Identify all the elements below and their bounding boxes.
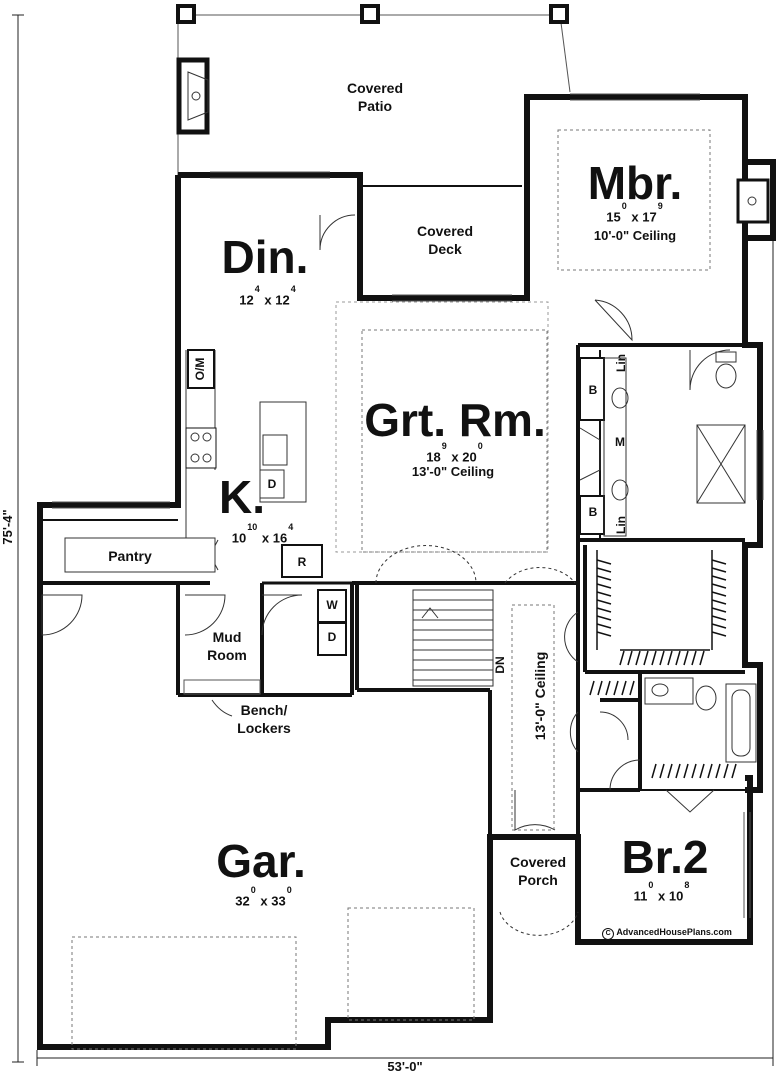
great-room-ceiling-outer: [335, 301, 549, 553]
master-dim-w-sup: 0: [621, 201, 627, 211]
kitchen-dim-x: x: [261, 530, 270, 546]
garage-dim-l: 33: [271, 893, 286, 909]
covered-patio-label: Covered Patio: [330, 79, 420, 115]
bedroom2-dimensions: 110 x 108: [622, 880, 702, 904]
master-bedroom-dimensions: 150 x 179: [580, 201, 690, 225]
garage-name: Gar.: [216, 835, 306, 887]
bench-b2-label: B: [588, 505, 598, 519]
dining-dim-l-sup: 4: [290, 284, 296, 294]
kitchen-dim-l: 16: [272, 530, 288, 546]
great-room-dim-x: x: [451, 449, 459, 465]
bedroom2-dim-l-sup: 8: [684, 880, 690, 890]
hall-ceiling-outline: [511, 604, 555, 831]
master-dim-x: x: [631, 209, 639, 225]
master-dim-l-sup: 9: [657, 201, 663, 211]
master-bedroom-name: Mbr.: [587, 157, 683, 209]
bedroom2-name: Br.2: [621, 831, 709, 883]
refrigerator-label: R: [297, 555, 307, 569]
kitchen-dim-w-sup: 10: [247, 522, 258, 532]
bath2-fixtures: [644, 677, 757, 763]
dining-dim-x: x: [264, 292, 272, 308]
garage-dim-w-sup: 0: [250, 885, 256, 895]
dining-dimensions: 124 x 124: [218, 284, 318, 308]
great-room-name: Grt. Rm.: [364, 394, 546, 446]
master-bath-fixtures: [579, 351, 746, 537]
pantry-label: Pantry: [108, 548, 152, 564]
bench-leader-line: [211, 699, 233, 717]
bench-lockers-shape: [183, 679, 261, 695]
dining-dim-w-sup: 4: [254, 284, 260, 294]
credit-label: C AdvancedHousePlans.com: [592, 926, 742, 940]
great-room-ceiling: 13'-0" Ceiling: [411, 464, 495, 479]
copyright-icon: C: [602, 928, 615, 940]
garage-door-2: [347, 907, 475, 1021]
master-tray-ceiling: [557, 129, 711, 271]
bench-b1-label: B: [588, 383, 598, 397]
bedroom2-dim-w-sup: 0: [648, 880, 654, 890]
great-room-dim-l-sup: 0: [477, 441, 483, 451]
bedroom2-dim-w: 11: [633, 888, 648, 904]
great-room-dim-l: 20: [462, 449, 477, 465]
bedroom2-dim-x: x: [658, 888, 666, 904]
mud-room-label: Mud Room: [195, 628, 259, 664]
stair-down-label: DN: [493, 656, 507, 674]
kitchen-name: K.: [219, 471, 265, 523]
closet-shelving: [589, 550, 737, 779]
great-room-dim-w: 18: [426, 449, 441, 465]
garage-dimensions: 320 x 330: [224, 885, 304, 909]
makeup-label: M: [615, 435, 625, 449]
garage-dim-l-sup: 0: [286, 885, 292, 895]
great-room-dim-w-sup: 9: [441, 441, 447, 451]
overall-depth-label: 75'-4": [0, 509, 15, 545]
covered-porch-label: Covered Porch: [498, 853, 578, 889]
garage-dim-x: x: [260, 893, 268, 909]
covered-deck-line2: Deck: [428, 241, 462, 257]
covered-patio-line1: Covered: [346, 80, 404, 96]
kitchen-dimensions: 1010 x 164: [228, 522, 298, 546]
master-dim-w: 15: [606, 209, 621, 225]
garage-door-1: [71, 936, 297, 1050]
bench-lockers-line2: Lockers: [237, 720, 291, 736]
dining-name: Din.: [221, 231, 309, 283]
dimension-lines: [12, 14, 774, 1066]
covered-patio-line2: Patio: [357, 98, 393, 114]
master-bedroom-ceiling: 10'-0" Ceiling: [593, 228, 677, 243]
washer-label: W: [326, 598, 338, 612]
master-dim-l: 17: [642, 209, 657, 225]
garage-dim-w: 32: [235, 893, 250, 909]
dining-dim-w: 12: [239, 292, 254, 308]
great-room-dimensions: 189 x 200: [400, 441, 510, 465]
overall-width-label: 53'-0": [387, 1059, 423, 1074]
dishwasher-label: D: [267, 477, 277, 491]
linen1-label: Lin: [614, 354, 628, 372]
covered-deck-line1: Covered: [416, 223, 474, 239]
master-fireplace: [736, 178, 770, 224]
bench-lockers-line1: Bench/: [240, 702, 288, 718]
kitchen-dim-w: 10: [231, 530, 247, 546]
stairs: [412, 589, 494, 687]
mud-room-line1: Mud: [212, 629, 242, 645]
covered-porch-line2: Porch: [518, 872, 558, 888]
covered-patio-area: [176, 4, 571, 175]
covered-porch-line1: Covered: [509, 854, 567, 870]
kitchen-fixtures: [64, 349, 347, 656]
credit-text: AdvancedHousePlans.com: [616, 927, 732, 937]
bedroom2-dim-l: 10: [668, 888, 684, 904]
kitchen-dim-l-sup: 4: [288, 522, 294, 532]
interior-walls: [40, 175, 745, 839]
doors: [41, 214, 731, 936]
exterior-walls: [37, 94, 776, 1050]
bench-lockers-label: Bench/ Lockers: [222, 701, 306, 737]
oven-micro-label: O/M: [193, 357, 207, 381]
mud-room-line2: Room: [207, 647, 247, 663]
windows: [52, 93, 764, 918]
dining-dim-l: 12: [275, 292, 290, 308]
dryer-label: D: [327, 630, 337, 644]
hall-ceiling-label: 13'-0" Ceiling: [532, 651, 548, 741]
linen2-label: Lin: [614, 516, 628, 534]
covered-deck-label: Covered Deck: [400, 222, 490, 258]
